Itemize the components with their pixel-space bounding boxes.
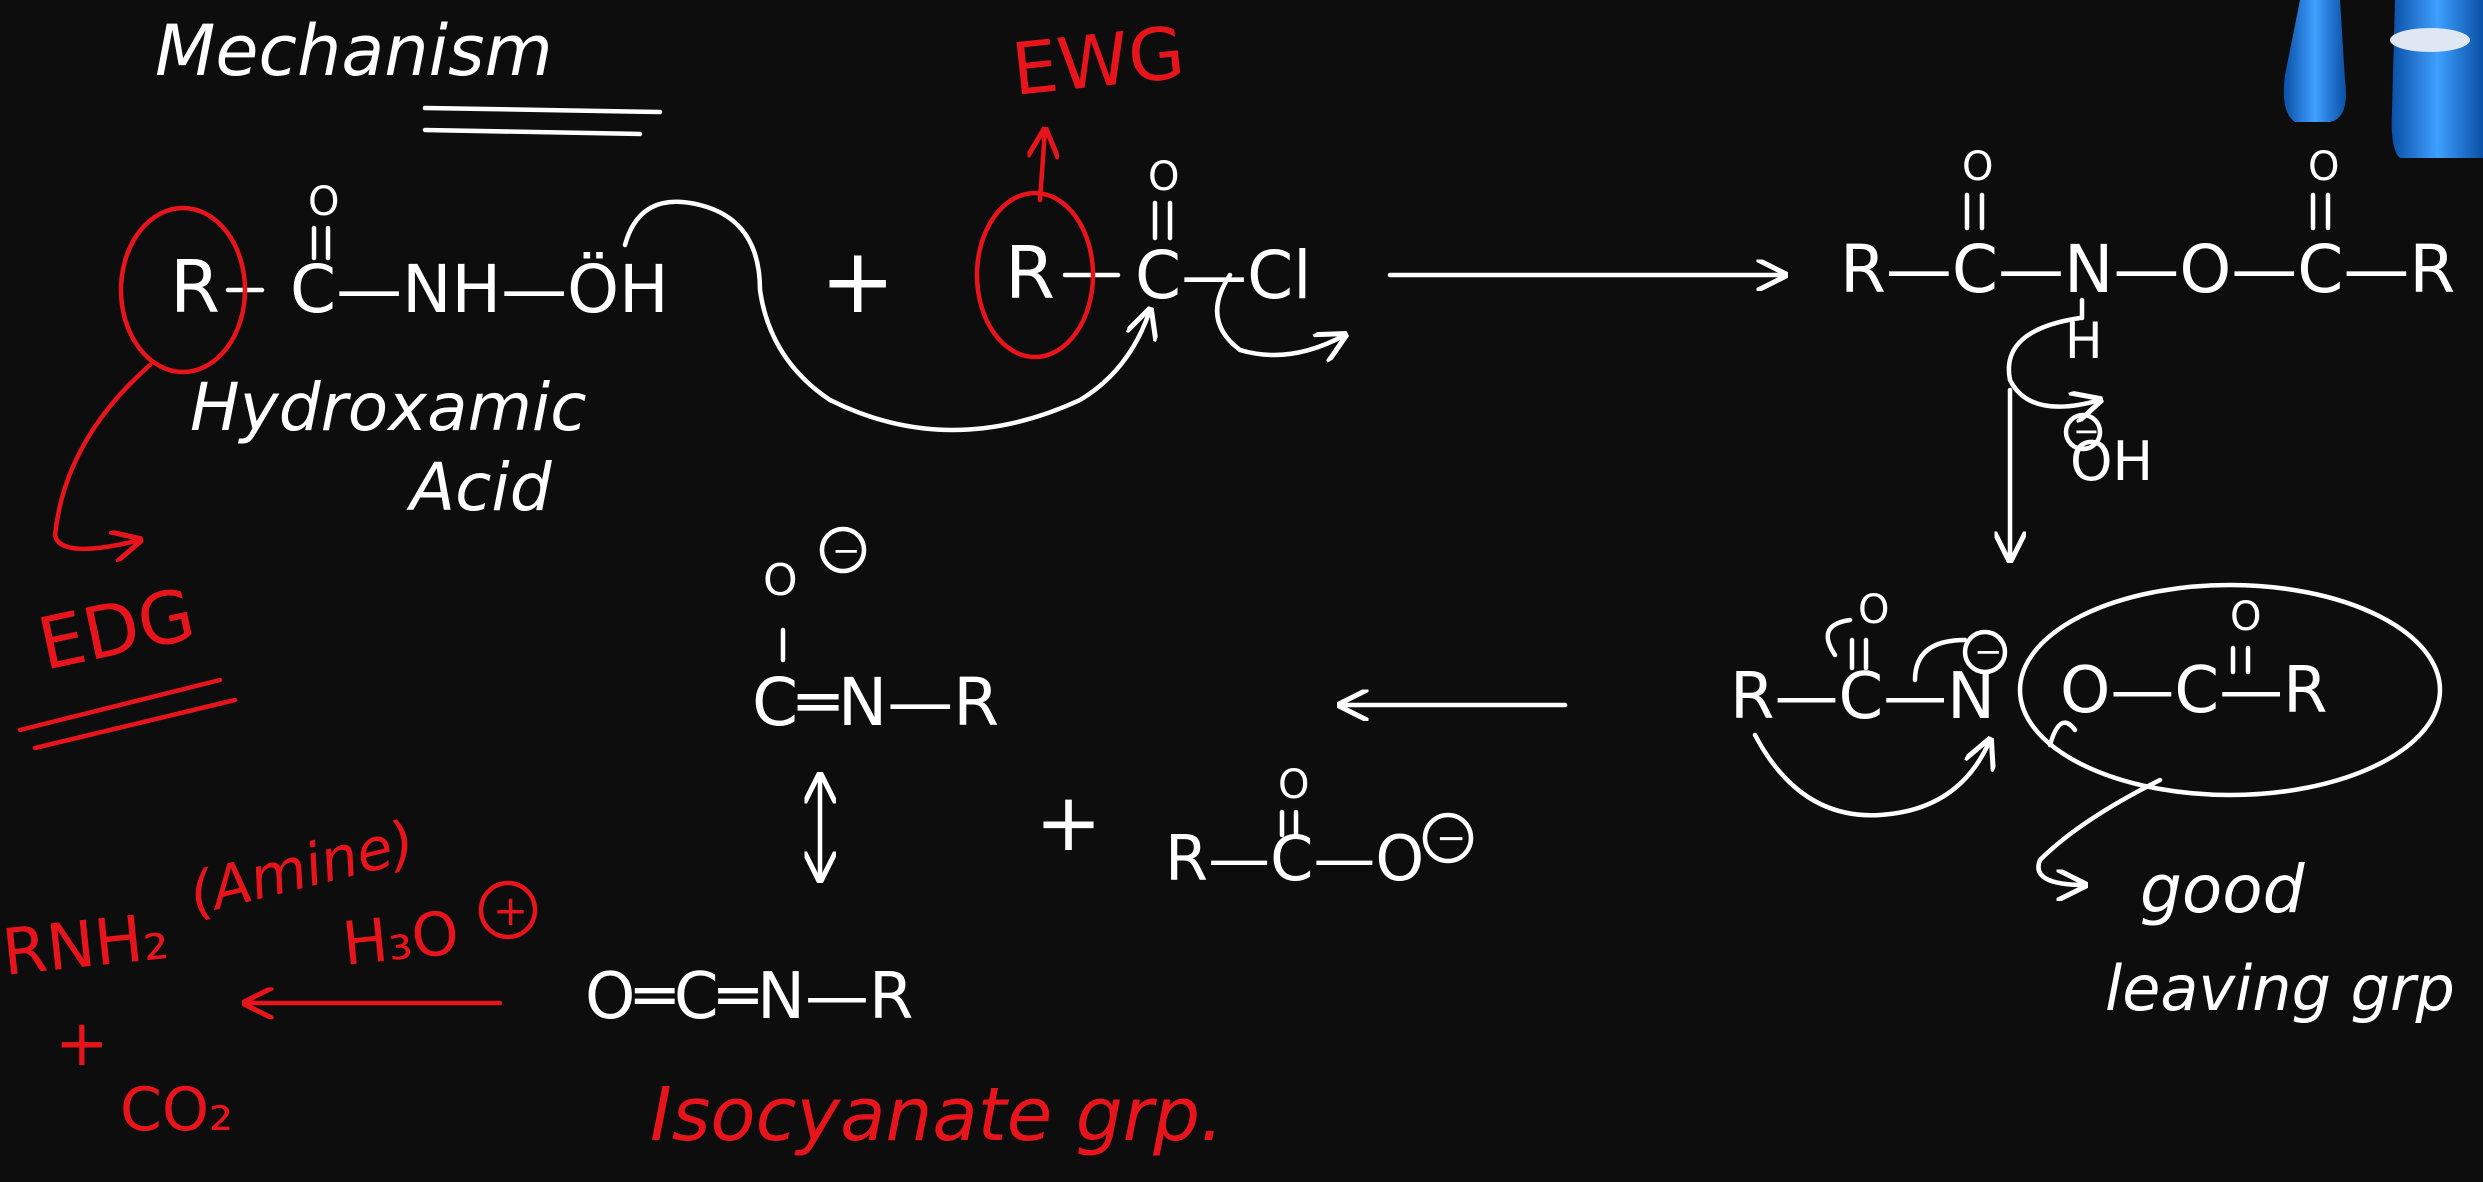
amine-product: RNH₂ bbox=[0, 900, 172, 991]
hydronium-charge-circle bbox=[478, 880, 538, 940]
ewg-arrow bbox=[1040, 130, 1045, 203]
leaving-group-note-line2: leaving grp bbox=[2105, 952, 2455, 1025]
resonance-form-2: O═C═N—R bbox=[585, 960, 913, 1034]
carboxylate: O R—C—O − bbox=[1165, 762, 1474, 895]
reactant1-name-line2: Acid bbox=[406, 449, 553, 526]
reactant1-name-line1: Hydroxamic bbox=[190, 369, 587, 446]
hydronium-reagent: H₃O bbox=[339, 898, 462, 980]
reactant2-chain: C—Cl bbox=[1135, 237, 1312, 314]
nitrogen-charge: − bbox=[1974, 632, 2003, 672]
anion-leaving-group: O—C—R bbox=[2060, 654, 2328, 728]
ewg-circle bbox=[974, 190, 1096, 360]
carboxylate-charge-circle bbox=[1422, 812, 1474, 864]
resonance-form-1: C═N—R bbox=[752, 664, 999, 741]
anion-r-chain: R—C—N bbox=[1730, 660, 1995, 734]
deprotonation-arrow bbox=[2006, 315, 2100, 407]
ewg-label: EWG bbox=[1008, 10, 1188, 112]
hydronium-charge: + bbox=[493, 886, 528, 935]
hydroxamic-acid: R O C—NH—ÖH Hydroxamic Acid bbox=[170, 179, 669, 526]
hydroxide-charge: − bbox=[2073, 412, 2100, 450]
hydrolysis-plus: + bbox=[55, 1007, 109, 1081]
reactant1-r-group: R bbox=[170, 245, 220, 329]
carboxylate-carbonyl-o: O bbox=[1278, 762, 1309, 808]
flask-icon bbox=[2283, 0, 2483, 158]
leaving-group-note-arrow bbox=[2036, 777, 2163, 885]
attack-arrow-top-loop bbox=[622, 199, 1150, 433]
edg-arrow bbox=[52, 362, 153, 549]
resonance-oxygen: O bbox=[763, 555, 798, 606]
edg-circle bbox=[118, 205, 248, 375]
edg-label: EDG bbox=[31, 572, 202, 687]
lone-pair-arrow bbox=[1912, 637, 1968, 683]
resonance-charge-circle bbox=[819, 526, 867, 574]
hydroxide-base: OH bbox=[2070, 430, 2153, 493]
reactant1-carbonyl-o: O bbox=[308, 179, 339, 225]
leaving-group-note-line1: good bbox=[2140, 851, 2306, 928]
isocyanate-resonance: O − C═N—R O═C═N—R bbox=[585, 526, 999, 1034]
leaving-group-circle bbox=[2017, 582, 2443, 798]
edg-underline-2 bbox=[32, 697, 238, 751]
carboxylate-chain: R—C—O bbox=[1165, 822, 1424, 895]
page-title: Mechanism bbox=[155, 10, 553, 92]
oxygen-bond-arrow bbox=[2047, 720, 2078, 748]
hydrolysis-step: RNH₂ (Amine) H₃O + + CO₂ bbox=[0, 807, 538, 1145]
plus-sign-1: + bbox=[820, 229, 895, 334]
anion-ester-o: O bbox=[2230, 594, 2261, 640]
reactant2-carbonyl-o: O bbox=[1148, 154, 1179, 200]
plus-sign-2: + bbox=[1035, 776, 1102, 869]
acid-chloride: R O C—Cl bbox=[1005, 154, 1312, 315]
resonance-charge: − bbox=[832, 531, 861, 571]
carboxylate-charge: − bbox=[1436, 818, 1466, 859]
nitrogen-anion: O R—C—N − O O—C—R bbox=[1730, 582, 2443, 818]
carbon-dioxide-product: CO₂ bbox=[120, 1075, 233, 1145]
title-underline-1 bbox=[422, 105, 663, 115]
intermediate-top-o-2: O bbox=[2308, 144, 2339, 190]
acylated-intermediate: O O R—C—N—O—C—R H OH − bbox=[1840, 144, 2455, 493]
anion-carbonyl-o: O bbox=[1858, 587, 1889, 633]
reactant2-r-group: R bbox=[1005, 231, 1055, 315]
carbonyl-pushing-arrow bbox=[1825, 617, 1853, 658]
chloride-leaving-arrow bbox=[1214, 272, 1345, 355]
title-underline-2 bbox=[422, 127, 643, 137]
isocyanate-label: Isocyanate grp. bbox=[650, 1072, 1224, 1158]
anion-bottom-arrow bbox=[1752, 735, 1990, 818]
edg-underline-1 bbox=[17, 677, 223, 733]
reactant1-chain: C—NH—ÖH bbox=[290, 251, 669, 328]
intermediate-chain: R—C—N—O—C—R bbox=[1840, 231, 2455, 308]
nitrogen-charge-circle bbox=[1962, 629, 2008, 675]
intermediate-top-o-1: O bbox=[1962, 144, 1993, 190]
